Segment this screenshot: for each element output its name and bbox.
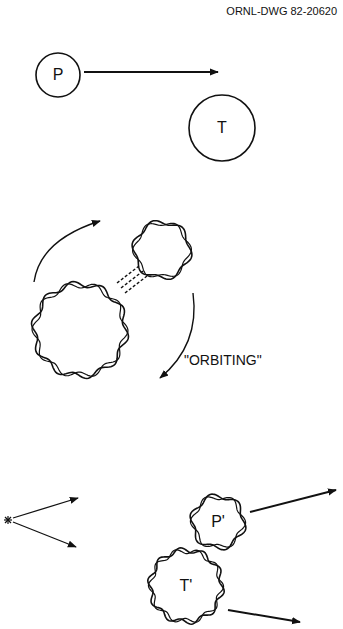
orbit-arrow bbox=[34, 221, 100, 282]
projectile-fragment: P' bbox=[188, 492, 248, 552]
motion-arrow bbox=[84, 71, 218, 73]
emission-star bbox=[4, 516, 12, 524]
motion-arrow bbox=[228, 610, 300, 622]
deformed-nucleus bbox=[133, 223, 192, 276]
target-circle: T bbox=[185, 91, 259, 165]
motion-arrow bbox=[250, 490, 336, 512]
gamma-arrow bbox=[13, 522, 76, 547]
nucleus-label: P bbox=[53, 67, 64, 83]
nucleus-label: T bbox=[217, 120, 227, 136]
gamma-arrow bbox=[13, 498, 78, 518]
process-label: "ORBITING" bbox=[184, 352, 262, 368]
target-fragment: T' bbox=[146, 546, 226, 626]
neck-lines bbox=[117, 266, 147, 293]
deformed-nucleus bbox=[32, 284, 128, 376]
nucleus-label: P' bbox=[211, 514, 225, 530]
projectile-circle: P bbox=[32, 49, 84, 101]
nucleus-label: T' bbox=[180, 578, 193, 594]
deformed-nucleus bbox=[32, 282, 129, 379]
drawing-number: ORNL-DWG 82-20620 bbox=[226, 5, 337, 17]
deformed-nucleus bbox=[132, 221, 192, 280]
